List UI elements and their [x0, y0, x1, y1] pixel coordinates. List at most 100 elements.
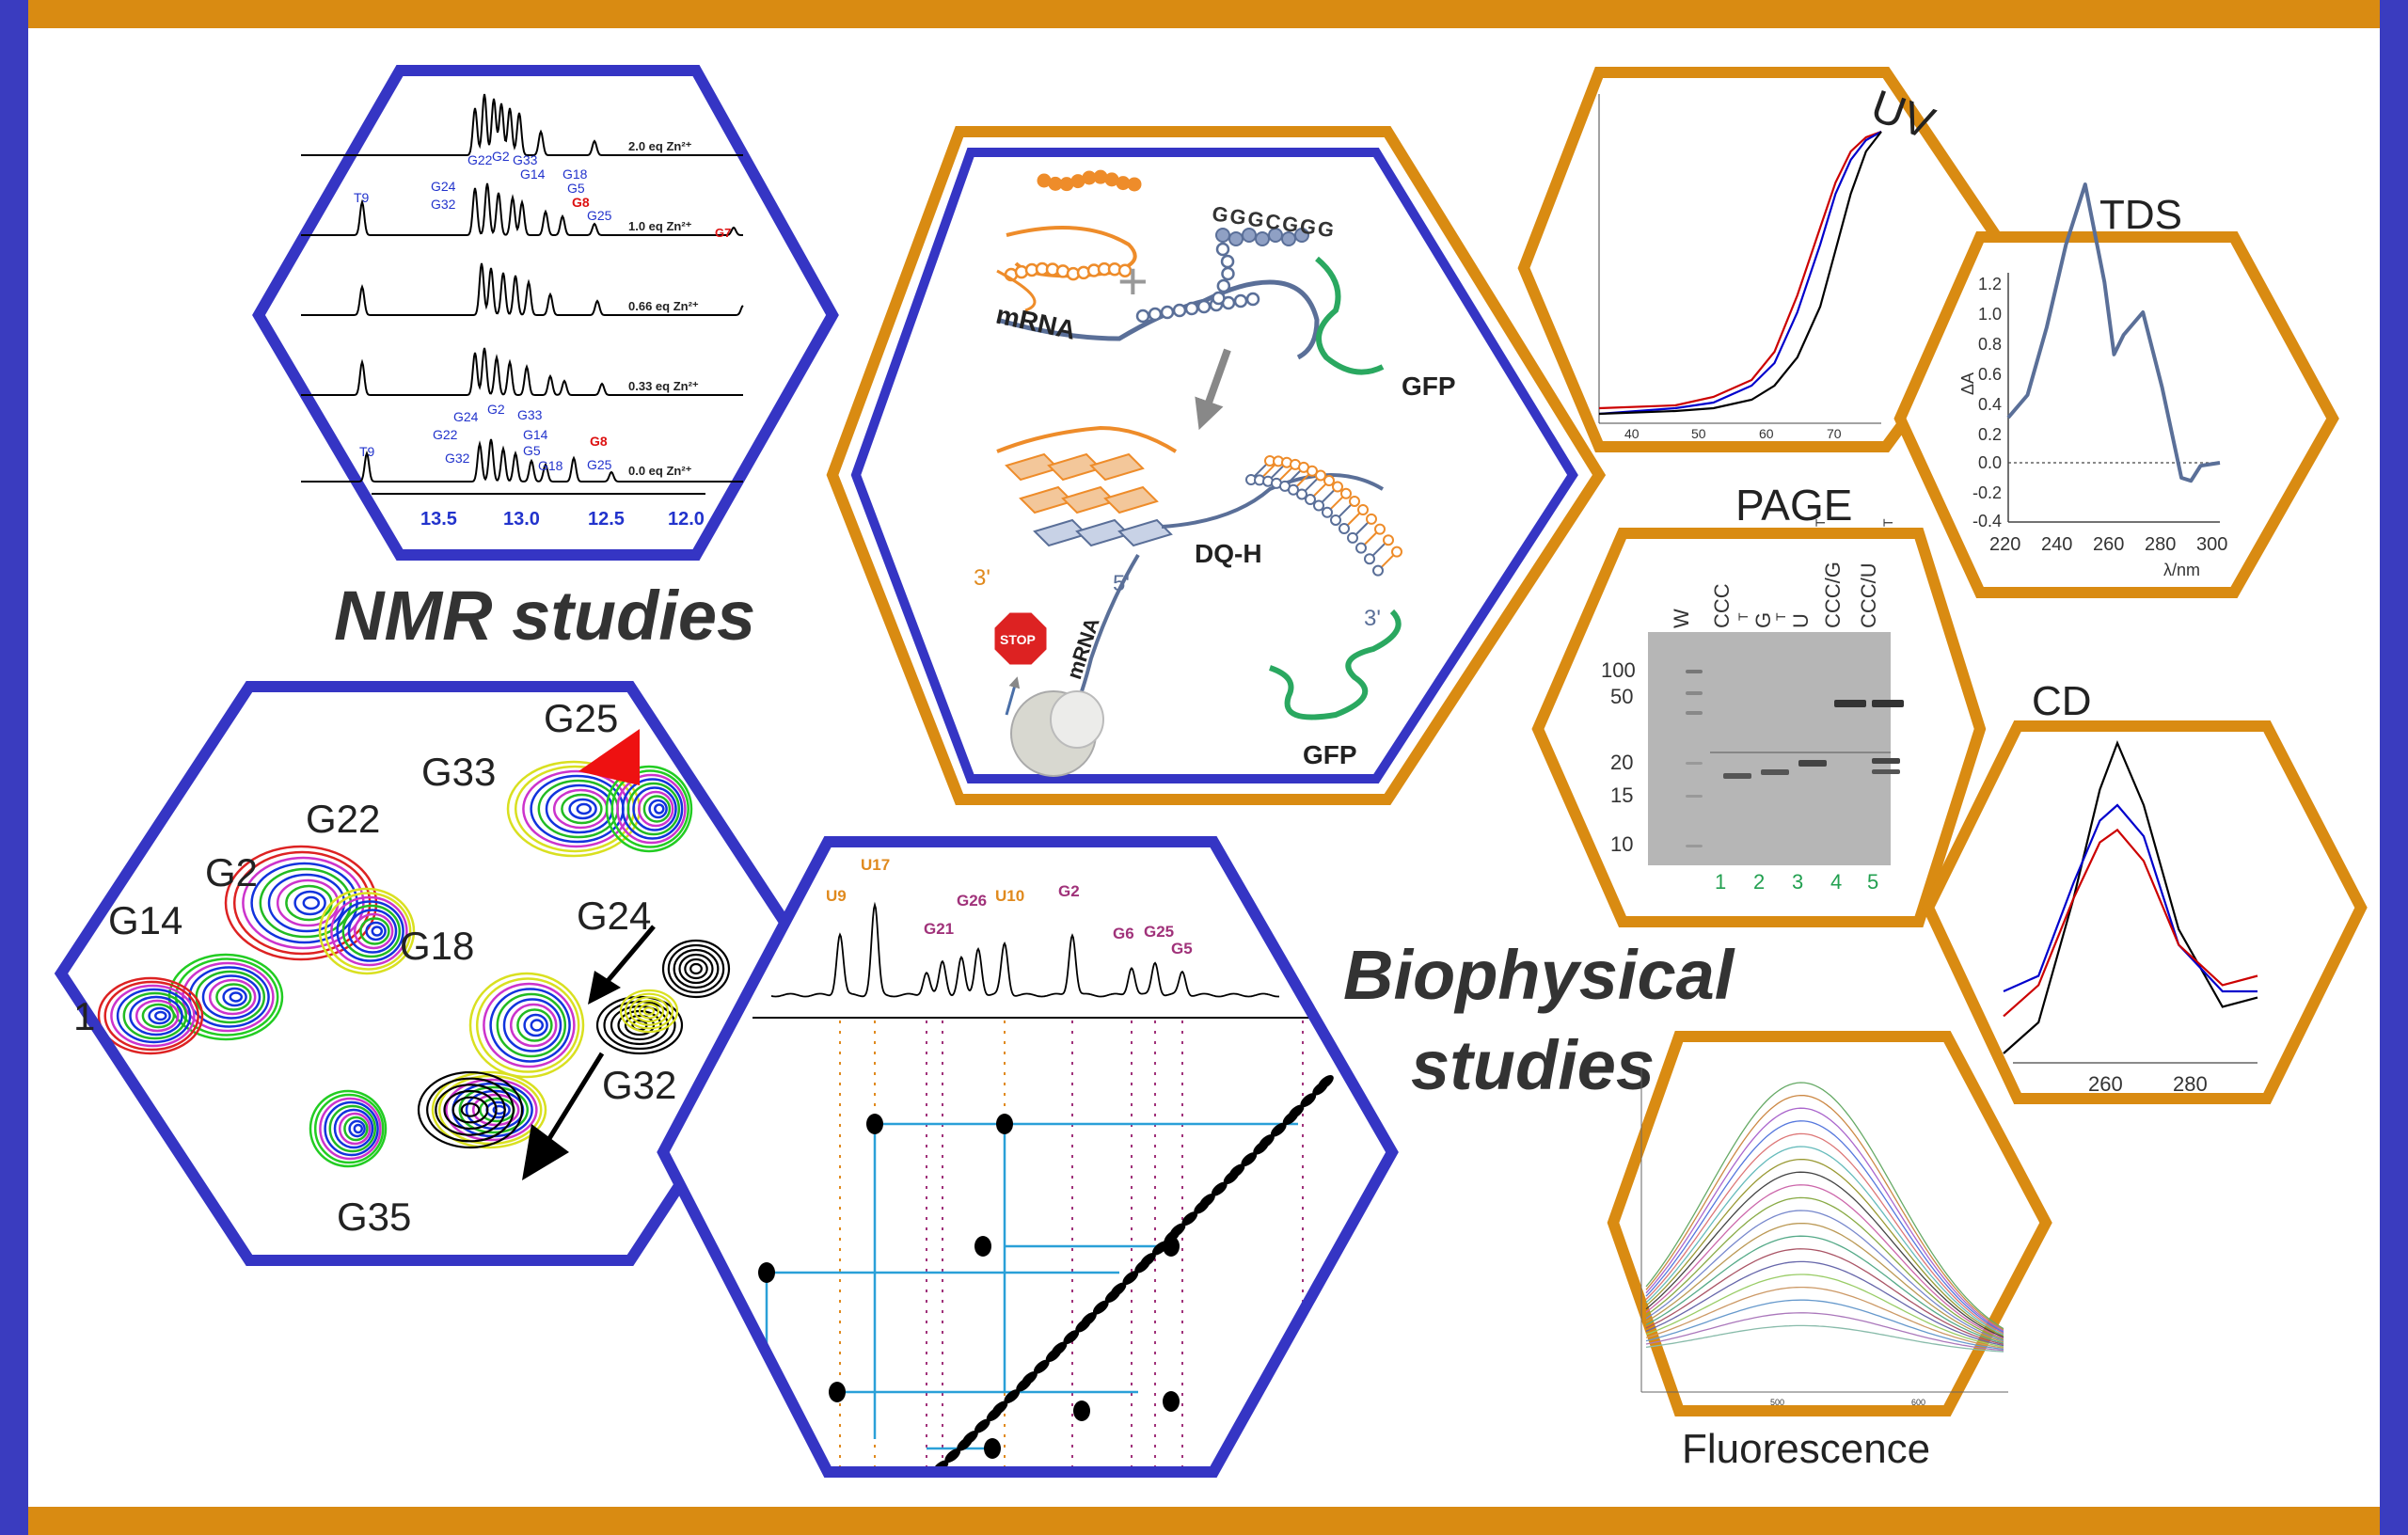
nmr-1d-traces	[301, 93, 744, 483]
nmr-1d-trace	[301, 93, 743, 156]
nmr-2d-contour-ring	[330, 895, 408, 967]
nmr-2d-contour-ring	[328, 1104, 377, 1153]
fluorescence-series-line	[1645, 1132, 2004, 1335]
nmr-2d-contour-ring	[509, 1003, 558, 1048]
diagram-label-gfp-2: GFP	[1303, 740, 1357, 769]
nmr-2d-contour-ring	[333, 1108, 374, 1149]
fluorescence-series-line	[1645, 1171, 2004, 1338]
noesy-cross-peak	[1163, 1236, 1180, 1257]
noesy-diagonal-peak	[1228, 1163, 1245, 1179]
nmr-2d-contour-ring	[222, 987, 247, 1007]
cd-series-line	[2003, 803, 2258, 993]
arrow-g24-head	[588, 971, 621, 1005]
rna-nucleotide	[1366, 513, 1377, 525]
rna-nucleotide	[1315, 469, 1326, 482]
gel-band	[1798, 760, 1827, 767]
gel-band	[1686, 845, 1703, 847]
fluorescence-series-line	[1645, 1260, 2004, 1347]
tds-ytick: 0.0	[1978, 453, 2002, 472]
nmr-2d-contour-ring	[353, 1123, 364, 1134]
gel-marker: 10	[1610, 832, 1633, 856]
nmr-2d-contour-ring	[66, 1079, 129, 1141]
gel-lane-number: 3	[1792, 870, 1803, 894]
nmr-2d-contour-ring	[336, 900, 404, 962]
nmr-2d-label: G2	[205, 850, 258, 894]
gel-lane-header: G	[1751, 612, 1775, 628]
rna-blue-strand	[1161, 473, 1385, 529]
nmr-1d-xtick-3: 12.5	[588, 509, 625, 530]
nmr-2d-contour-ring	[293, 890, 326, 916]
nmr-2d-contour-ring	[417, 1070, 524, 1149]
rna-nucleotide	[1215, 228, 1230, 243]
rna-nucleotide	[1184, 301, 1199, 316]
nmr-2d-contour-ring	[684, 957, 708, 980]
fluorescence-curves	[1645, 1082, 2004, 1353]
nmr-2d-contour-ring	[313, 1093, 385, 1164]
noesy-diagonal-peak	[1241, 1152, 1258, 1167]
nmr-2d-panel: G25 G33 G22 G2 G14 G18 G24 G32 G35 1	[54, 681, 826, 1266]
rna-nucleotide	[1160, 305, 1175, 320]
nmr-2d-contour-ring	[232, 850, 372, 956]
rna-nucleotide	[1322, 506, 1333, 518]
nmr-2d-contour-ring	[229, 991, 244, 1003]
tds-xtick: 220	[1989, 534, 2020, 555]
nmr-2d-contour-ring	[632, 786, 677, 831]
rna-nucleotide	[1212, 291, 1226, 306]
nmr-2d-contour-ring	[348, 1119, 366, 1138]
nmr-2d-contour-ring	[371, 926, 384, 937]
rna-nucleotide	[1268, 228, 1283, 243]
nmr-2d-contour-ring	[648, 799, 668, 819]
nmr-2d-contour-ring	[61, 1066, 138, 1154]
rna-nucleotide	[1127, 177, 1142, 192]
noesy-diagonal-peak	[1004, 1389, 1021, 1404]
rna-orange-strand	[996, 269, 1037, 312]
noesy-diagonal-peak	[1022, 1371, 1038, 1385]
tds-xtick: 240	[2041, 534, 2072, 555]
rna-nucleotide	[1296, 488, 1307, 500]
nmr-2d-contour-ring	[215, 983, 252, 1011]
nmr-2d-contour-ring	[341, 904, 402, 958]
nmr-2d-contour-ring	[319, 1097, 382, 1161]
rna-nucleotide	[1330, 514, 1341, 526]
uv-xtick: 60	[1759, 426, 1774, 441]
diagram-plus: +	[1117, 251, 1149, 310]
nmr-2d-contour-ring	[568, 798, 597, 820]
uv-series-line	[1598, 130, 1882, 410]
tds-xtick: 260	[2093, 534, 2124, 555]
gel-band	[1686, 795, 1703, 798]
nmr-2d-contour-ring	[637, 790, 674, 828]
gel-marker: 20	[1610, 751, 1633, 774]
nmr-1d-peak-label: G33	[513, 152, 538, 167]
rna-nucleotide	[1374, 523, 1386, 535]
rna-nucleotide	[1372, 564, 1384, 577]
nmr-2d-contour-ring	[496, 992, 567, 1058]
nmr-2d-contour-ring	[624, 992, 674, 1030]
nmr-2d-contour-ring	[122, 991, 188, 1040]
page-panel: PAGE W CCC G U CCC/G CCC/U T T T T 100 5…	[1531, 481, 1987, 927]
gfp-strand	[1268, 609, 1402, 720]
gel-lane-number: 1	[1715, 870, 1726, 894]
noesy-content	[752, 901, 1334, 1472]
gel-lane-header: U	[1789, 613, 1813, 628]
noesy-diagonal-peak	[1211, 1181, 1228, 1196]
gel-band	[1686, 670, 1703, 673]
tds-ytick: 0.2	[1978, 425, 2002, 444]
fluorescence-series-line	[1645, 1299, 2004, 1351]
nmr-2d-contour-ring	[443, 1089, 498, 1131]
tds-xlabel: λ/nm	[2163, 561, 2200, 579]
noesy-diagonal-peak	[1092, 1300, 1109, 1315]
diagram-label-5prime: 5'	[1113, 571, 1130, 596]
gel-band	[1872, 769, 1900, 774]
cd-series-line	[2003, 740, 2258, 1054]
nmr-2d-contour-ring	[347, 909, 398, 954]
nmr-1d-trace-label-1: 2.0 eq Zn²⁺	[628, 139, 692, 153]
tds-ytick: 0.8	[1978, 335, 2002, 354]
nmr-2d-contour-ring	[638, 1003, 660, 1020]
gel-lane-header: CCC	[1710, 583, 1734, 628]
nmr-2d-contour-ring	[642, 1006, 656, 1016]
nmr-2d-contour-ring	[259, 867, 353, 939]
nmr-2d-contour-ring	[621, 778, 684, 840]
nmr-2d-hexagon	[54, 681, 826, 1266]
cd-panel: CD 260 280	[1922, 678, 2368, 1104]
cd-hexagon	[1922, 720, 2368, 1104]
